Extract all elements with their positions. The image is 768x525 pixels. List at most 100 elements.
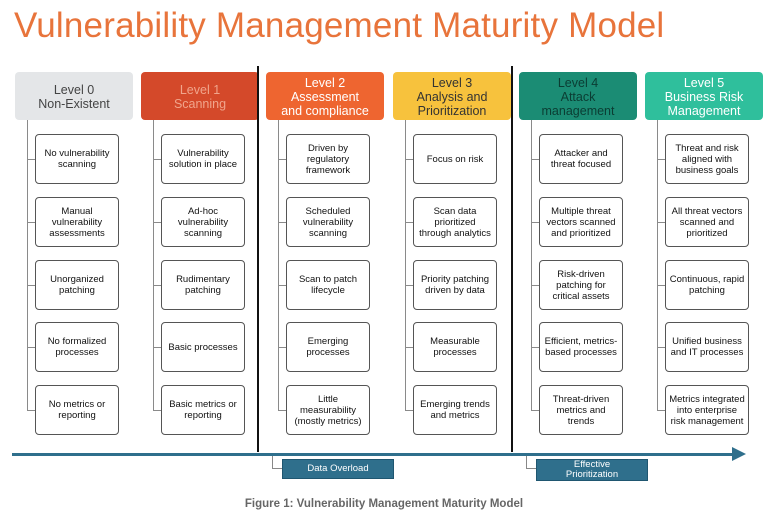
item-connector bbox=[27, 347, 35, 348]
item-connector bbox=[657, 285, 665, 286]
level-item-card: Efficient, metrics-based processes bbox=[539, 322, 623, 372]
item-connector bbox=[278, 285, 286, 286]
level-item-card: Measurable processes bbox=[413, 322, 497, 372]
item-connector bbox=[657, 222, 665, 223]
phase-separator bbox=[511, 66, 513, 452]
item-connector bbox=[278, 347, 286, 348]
level-item-card: Scan data prioritized through analytics bbox=[413, 197, 497, 247]
level-item-card: Focus on risk bbox=[413, 134, 497, 184]
item-connector bbox=[153, 159, 161, 160]
level-item-card: Threat and risk aligned with business go… bbox=[665, 134, 749, 184]
level-item-card: No vulnerability scanning bbox=[35, 134, 119, 184]
item-connector bbox=[405, 285, 413, 286]
level-item-card: Ad-hoc vulnerability scanning bbox=[161, 197, 245, 247]
item-connector bbox=[153, 222, 161, 223]
timeline-arrow bbox=[12, 453, 734, 456]
level-item-card: Vulnerability solution in place bbox=[161, 134, 245, 184]
data-overload-label: Data Overload bbox=[307, 463, 369, 474]
level-item-card: Continuous, rapid patching bbox=[665, 260, 749, 310]
item-connector bbox=[27, 222, 35, 223]
item-connector bbox=[278, 410, 286, 411]
page-title: Vulnerability Management Maturity Model bbox=[14, 6, 665, 45]
timeline-arrowhead bbox=[732, 447, 746, 461]
level-header-line2: Analysis and bbox=[416, 90, 488, 104]
level-item-card: Little measurability (mostly metrics) bbox=[286, 385, 370, 435]
item-connector bbox=[27, 159, 35, 160]
level-item-card: No formalized processes bbox=[35, 322, 119, 372]
level-item-card: Attacker and threat focused bbox=[539, 134, 623, 184]
item-connector bbox=[531, 159, 539, 160]
figure-caption: Figure 1: Vulnerability Management Matur… bbox=[244, 498, 524, 510]
level-item-card: Priority patching driven by data bbox=[413, 260, 497, 310]
level-header-line1: Level 5 bbox=[683, 76, 725, 90]
level-header-line3: Prioritization bbox=[417, 104, 487, 118]
item-connector bbox=[405, 410, 413, 411]
item-connector bbox=[27, 285, 35, 286]
level-item-card: Emerging trends and metrics bbox=[413, 385, 497, 435]
item-connector bbox=[278, 222, 286, 223]
level-item-card: Scan to patch lifecycle bbox=[286, 260, 370, 310]
level-item-card: Scheduled vulnerability scanning bbox=[286, 197, 370, 247]
level-header-line3: management bbox=[541, 104, 615, 118]
level-header-line1: Level 0 bbox=[53, 83, 95, 97]
item-connector bbox=[531, 222, 539, 223]
item-connector bbox=[657, 410, 665, 411]
level-item-card: Driven by regulatory framework bbox=[286, 134, 370, 184]
level-item-card: Basic metrics or reporting bbox=[161, 385, 245, 435]
level-header-line1: Level 2 bbox=[304, 76, 346, 90]
level-connector-line bbox=[278, 120, 279, 410]
level-item-card: Basic processes bbox=[161, 322, 245, 372]
level-header-line2: Attack bbox=[560, 90, 596, 104]
effective-label-line2: Prioritization bbox=[565, 469, 619, 480]
level-item-card: Unified business and IT processes bbox=[665, 322, 749, 372]
level-item-card: Emerging processes bbox=[286, 322, 370, 372]
item-connector bbox=[531, 285, 539, 286]
item-connector bbox=[153, 347, 161, 348]
item-connector bbox=[153, 410, 161, 411]
phase-bracket bbox=[526, 456, 537, 469]
level-connector-line bbox=[405, 120, 406, 410]
item-connector bbox=[27, 410, 35, 411]
level-connector-line bbox=[531, 120, 532, 410]
level-item-card: Metrics integrated into enterprise risk … bbox=[665, 385, 749, 435]
item-connector bbox=[153, 285, 161, 286]
level-connector-line bbox=[657, 120, 658, 410]
phase-separator bbox=[257, 66, 259, 452]
level-header-line1: Level 3 bbox=[431, 76, 473, 90]
level-item-card: Threat-driven metrics and trends bbox=[539, 385, 623, 435]
level-header-line3: Management bbox=[667, 104, 741, 118]
level-connector-line bbox=[153, 120, 154, 410]
item-connector bbox=[531, 347, 539, 348]
effective-prioritization-badge: Effective Prioritization bbox=[536, 459, 648, 481]
level-item-card: Risk-driven patching for critical assets bbox=[539, 260, 623, 310]
level-item-card: All threat vectors scanned and prioritiz… bbox=[665, 197, 749, 247]
item-connector bbox=[405, 222, 413, 223]
phase-bracket bbox=[272, 456, 283, 469]
effective-label-line1: Effective bbox=[573, 459, 611, 470]
item-connector bbox=[405, 159, 413, 160]
level-header-line2: Assessment bbox=[290, 90, 360, 104]
level-item-card: Unorganized patching bbox=[35, 260, 119, 310]
level-header-line1: Level 4 bbox=[557, 76, 599, 90]
level-header-line2: Business Risk bbox=[664, 90, 744, 104]
level-item-card: Multiple threat vectors scanned and prio… bbox=[539, 197, 623, 247]
level-header-line1: Level 1 bbox=[179, 83, 221, 97]
item-connector bbox=[531, 410, 539, 411]
item-connector bbox=[657, 347, 665, 348]
level-item-card: Manual vulnerability assessments bbox=[35, 197, 119, 247]
level-item-card: Rudimentary patching bbox=[161, 260, 245, 310]
level-header-line3: and compliance bbox=[281, 104, 369, 118]
level-header-line2: Non-Existent bbox=[38, 97, 110, 111]
level-header-line2: Scanning bbox=[173, 97, 227, 111]
item-connector bbox=[278, 159, 286, 160]
item-connector bbox=[405, 347, 413, 348]
data-overload-badge: Data Overload bbox=[282, 459, 394, 479]
level-connector-line bbox=[27, 120, 28, 410]
level-item-card: No metrics or reporting bbox=[35, 385, 119, 435]
